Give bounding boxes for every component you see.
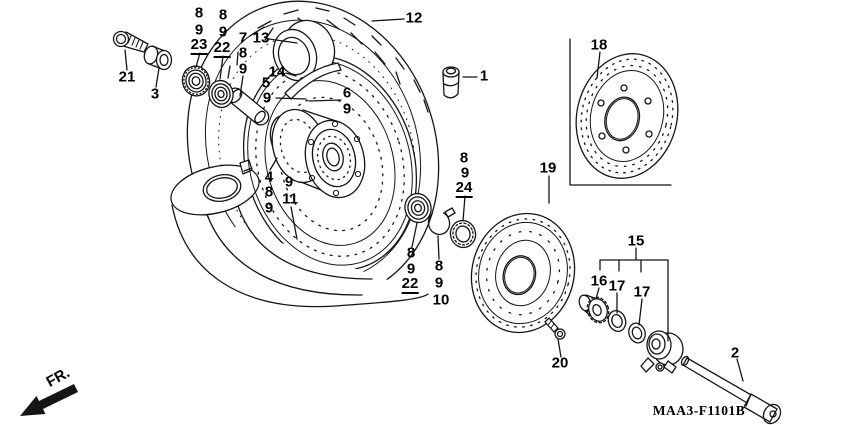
bearing-22-right <box>404 192 432 224</box>
part-ref-9: 9 <box>218 23 228 41</box>
part-ref-2: 2 <box>730 344 740 362</box>
hub-5 <box>269 108 366 199</box>
part-ref-7: 7 <box>238 29 248 47</box>
part-ref-9: 9 <box>460 164 470 182</box>
speedo-gear-16 <box>578 294 610 324</box>
bolt-21 <box>112 30 149 53</box>
diagram-code: MAA3-F1101B <box>652 403 746 418</box>
part-ref-17: 17 <box>608 277 626 295</box>
part-ref-19: 19 <box>539 159 557 177</box>
part-ref-11: 11 <box>282 190 298 208</box>
part-ref-18: 18 <box>590 36 608 54</box>
washer-17-b <box>628 322 646 344</box>
rim-strip-14 <box>284 62 342 100</box>
part-ref-9: 9 <box>264 199 274 217</box>
part-ref-8: 8 <box>434 257 444 275</box>
axle-2 <box>680 355 782 425</box>
part-ref-22: 22 <box>213 39 231 58</box>
part-ref-8: 8 <box>459 149 469 167</box>
part-ref-9: 9 <box>284 173 294 191</box>
part-ref-9: 9 <box>262 89 272 107</box>
brake-disc-19 <box>470 212 576 334</box>
part-ref-12: 12 <box>405 9 423 27</box>
part-ref-9: 9 <box>342 100 352 118</box>
part-ref-9: 9 <box>406 260 416 278</box>
part-ref-22: 22 <box>401 275 419 294</box>
part-ref-4: 4 <box>264 168 274 186</box>
valve-1 <box>442 66 460 99</box>
part-ref-3: 3 <box>150 85 160 103</box>
part-ref-9: 9 <box>434 274 444 292</box>
seal-24 <box>449 219 477 249</box>
part-ref-13: 13 <box>252 29 270 47</box>
part-ref-6: 6 <box>342 84 352 102</box>
part-ref-10: 10 <box>432 291 450 309</box>
part-ref-21: 21 <box>118 68 136 86</box>
part-ref-15: 15 <box>627 232 645 250</box>
washer-17-a <box>607 310 627 332</box>
part-ref-8: 8 <box>264 183 274 201</box>
speedo-gearbox-15 <box>640 330 684 374</box>
retainer-10 <box>427 207 456 236</box>
part-ref-9: 9 <box>194 21 204 39</box>
part-ref-5: 5 <box>261 74 271 92</box>
disc-18-frame <box>569 38 672 186</box>
brake-disc-18 <box>575 53 679 179</box>
fr-direction-arrow <box>20 384 78 416</box>
part-ref-9: 9 <box>238 60 248 78</box>
part-ref-1: 1 <box>479 67 489 85</box>
part-ref-24: 24 <box>455 179 473 198</box>
part-ref-14: 14 <box>268 63 286 81</box>
part-ref-17: 17 <box>633 283 651 301</box>
tube-13 <box>272 19 336 85</box>
part-ref-8: 8 <box>218 6 228 24</box>
part-ref-23: 23 <box>190 36 208 55</box>
part-ref-8: 8 <box>238 44 248 62</box>
collar-3 <box>143 45 173 71</box>
part-ref-20: 20 <box>551 354 569 372</box>
part-ref-8: 8 <box>406 244 416 262</box>
bearing-22-left <box>208 79 234 109</box>
part-ref-8: 8 <box>194 4 204 22</box>
bolt-20 <box>544 317 566 340</box>
part-ref-16: 16 <box>590 272 608 290</box>
bearing-23 <box>181 65 211 97</box>
leader-lines <box>124 18 744 382</box>
